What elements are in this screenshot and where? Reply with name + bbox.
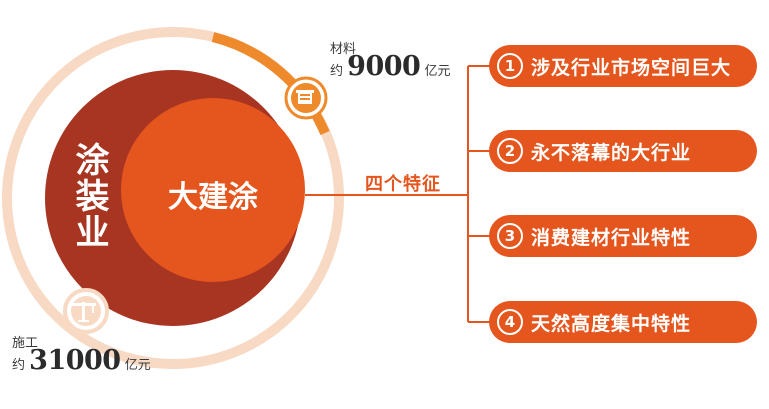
inner-label: 大建涂 [168,180,258,215]
materials-value: 9000 [347,51,421,82]
feature-pill-1: 1 涉及行业市场空间巨大 [489,45,757,87]
construction-value-line: 约 31000 亿元 [12,347,151,374]
bucket-icon [284,76,328,120]
feature-number-4: 4 [497,309,523,335]
feature-pill-3: 3 消费建材行业特性 [489,215,757,257]
feature-pill-4: 4 天然高度集中特性 [489,301,757,343]
outer-label: 涂装业 [69,142,109,250]
feature-text-2: 永不落幕的大行业 [531,141,692,164]
crane-icon [63,288,109,334]
feature-text-1: 涉及行业市场空间巨大 [531,56,732,79]
materials-label-block: 材料 约 9000 亿元 [330,42,450,80]
inner-circle [121,98,305,282]
materials-prefix: 约 [330,64,344,79]
connector-label: 四个特征 [365,174,441,195]
feature-number-2: 2 [497,138,523,164]
feature-text-4: 天然高度集中特性 [531,312,692,335]
materials-value-line: 约 9000 亿元 [330,53,451,80]
construction-label: 施工 [12,336,39,351]
construction-prefix: 约 [12,358,26,373]
construction-ring [2,27,344,369]
construction-label-block: 施工 约 31000 亿元 [12,336,151,374]
feature-text-3: 消费建材行业特性 [531,226,692,249]
construction-unit: 亿元 [124,358,151,373]
feature-number-3: 3 [497,223,523,249]
feature-number-1: 1 [497,53,523,79]
feature-pill-2: 2 永不落幕的大行业 [489,130,757,172]
construction-value: 31000 [29,345,121,376]
materials-unit: 亿元 [424,64,451,79]
materials-label: 材料 [330,42,357,57]
